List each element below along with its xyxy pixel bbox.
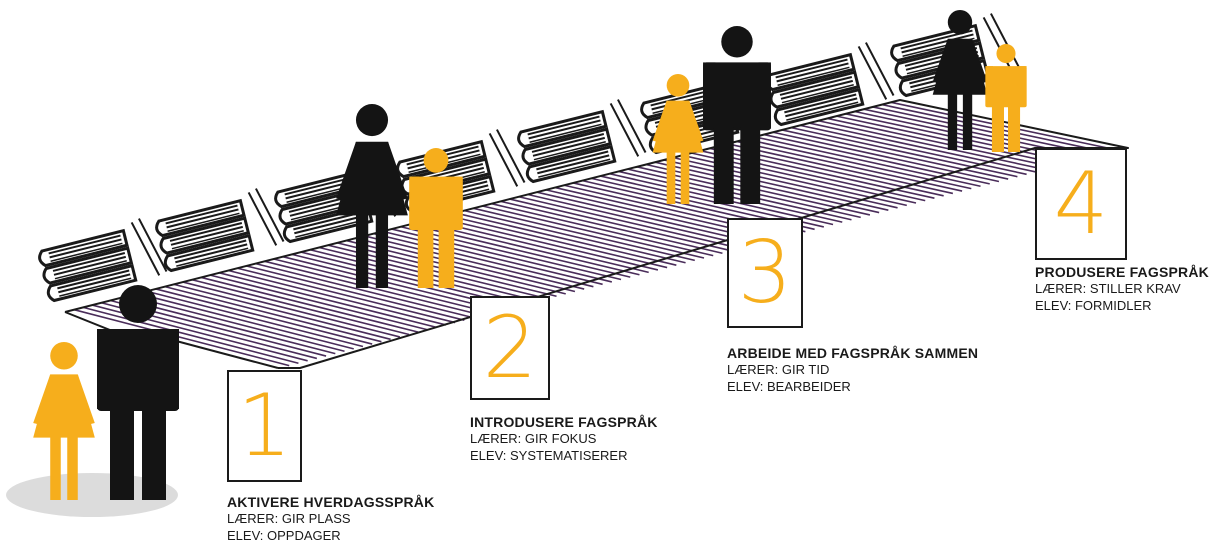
step-1-text: AKTIVERE HVERDAGSSPRÅK LÆRER: GIR PLASS … (227, 494, 434, 544)
step-4-title: PRODUSERE FAGSPRÅK (1035, 264, 1209, 280)
step-4-number: 4 (1054, 161, 1109, 247)
step-3-student-role: ELEV: BEARBEIDER (727, 378, 978, 395)
step-4-teacher-role: LÆRER: STILLER KRAV (1035, 280, 1209, 297)
step-4-student-role: ELEV: FORMIDLER (1035, 297, 1209, 314)
step-2-number-box: 2 (470, 296, 550, 400)
step-4-number-box: 4 (1035, 148, 1127, 260)
step-2-text: INTRODUSERE FAGSPRÅK LÆRER: GIR FOKUS EL… (470, 414, 658, 464)
step-1-number: 1 (237, 383, 292, 469)
book-stack-icon (153, 185, 284, 272)
step-2-title: INTRODUSERE FAGSPRÅK (470, 414, 658, 430)
step-1-number-box: 1 (227, 370, 302, 482)
step-3-text: ARBEIDE MED FAGSPRÅK SAMMEN LÆRER: GIR T… (727, 345, 978, 395)
step-1-teacher-role: LÆRER: GIR PLASS (227, 510, 434, 527)
step-3-teacher-role: LÆRER: GIR TID (727, 361, 978, 378)
step-2-student-role: ELEV: SYSTEMATISERER (470, 447, 658, 464)
step-3-number: 3 (738, 230, 793, 316)
step-4-text: PRODUSERE FAGSPRÅK LÆRER: STILLER KRAV E… (1035, 264, 1209, 314)
step-3-title: ARBEIDE MED FAGSPRÅK SAMMEN (727, 345, 978, 361)
step-2-teacher-role: LÆRER: GIR FOKUS (470, 430, 658, 447)
step-1-title: AKTIVERE HVERDAGSSPRÅK (227, 494, 434, 510)
step-2-number: 2 (483, 305, 538, 391)
step-3-number-box: 3 (727, 218, 803, 328)
step-1-student-role: ELEV: OPPDAGER (227, 527, 434, 544)
